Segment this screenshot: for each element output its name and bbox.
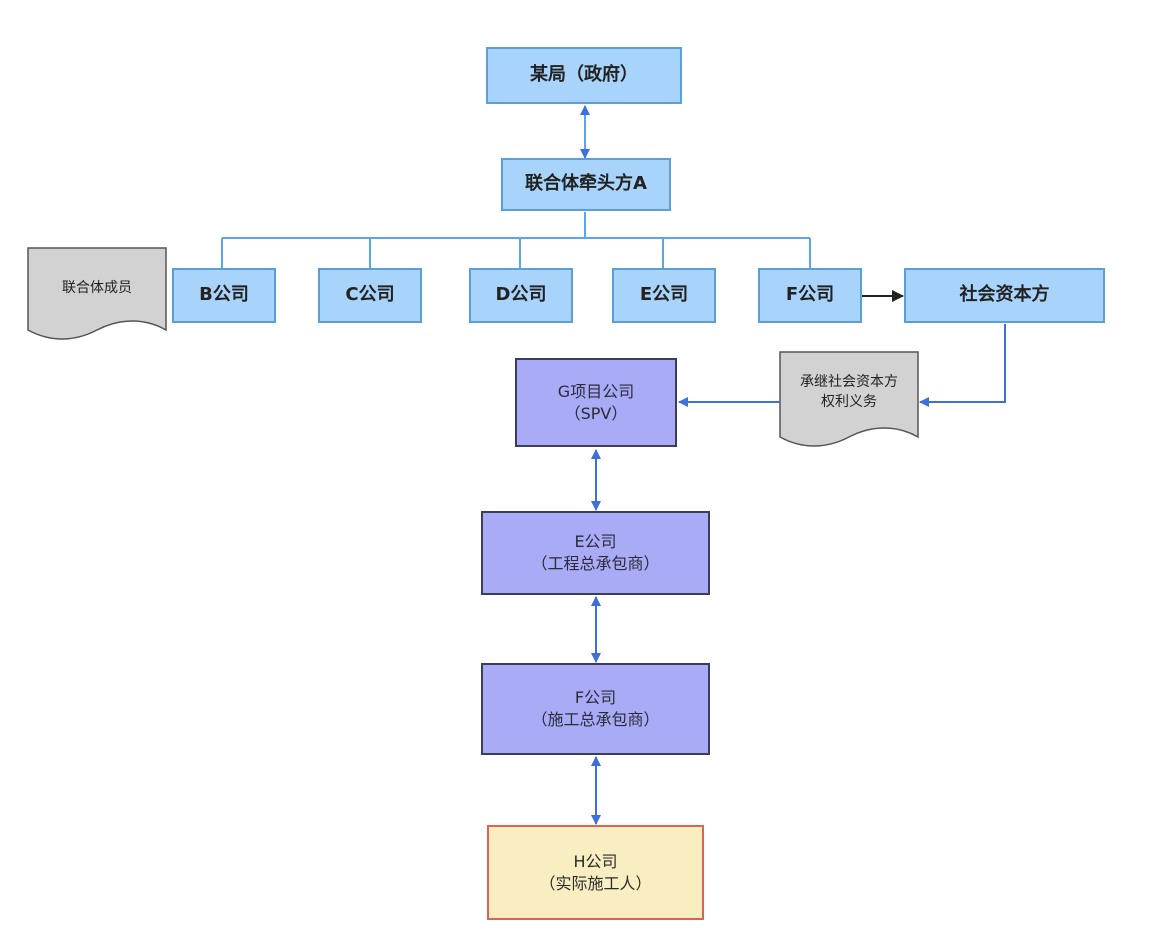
node-company-d-label: D公司 (495, 284, 547, 306)
node-company-e-member-label: E公司 (639, 284, 689, 306)
node-consortium-lead: 联合体牵头方A (501, 158, 671, 211)
node-company-c: C公司 (318, 268, 422, 323)
node-company-f-member-label: F公司 (785, 284, 835, 306)
node-company-e-member: E公司 (612, 268, 716, 323)
node-company-f-member: F公司 (758, 268, 862, 323)
node-company-b-label: B公司 (199, 284, 249, 306)
doc-inherit-rights: 承继社会资本方 权利义务 (780, 360, 918, 426)
node-general-contractor: F公司 （施工总承包商） (481, 663, 710, 755)
doc-shape-members (27, 247, 167, 340)
node-spv-line1: G项目公司 (557, 381, 635, 401)
node-project-company-spv: G项目公司 （SPV） (515, 358, 677, 447)
node-company-c-label: C公司 (345, 284, 395, 306)
doc-consortium-members: 联合体成员 (28, 258, 166, 320)
node-epc-contractor: E公司 （工程总承包商） (481, 511, 710, 595)
node-builder-line1: H公司 (573, 851, 618, 871)
node-epc-line2: （工程总承包商） (531, 554, 660, 573)
node-spv-line2: （SPV） (564, 403, 628, 423)
doc-inherit-rights-line2: 权利义务 (821, 394, 877, 410)
node-epc-line1: E公司 (574, 532, 617, 552)
node-social-capital: 社会资本方 (904, 268, 1105, 323)
node-gc-line1: F公司 (574, 688, 617, 708)
node-government: 某局（政府） (486, 47, 682, 104)
node-consortium-lead-label: 联合体牵头方A (525, 173, 647, 195)
node-company-d: D公司 (469, 268, 573, 323)
node-social-capital-label: 社会资本方 (959, 284, 1050, 306)
doc-consortium-members-label: 联合体成员 (62, 280, 132, 297)
doc-shape-rights (779, 351, 919, 447)
node-gc-line2: （施工总承包商） (531, 710, 660, 729)
node-actual-builder: H公司 （实际施工人） (487, 825, 704, 920)
edge-social-doc (919, 324, 1006, 407)
doc-inherit-rights-line1: 承继社会资本方 (800, 374, 898, 391)
node-government-label: 某局（政府） (530, 64, 638, 86)
node-builder-line2: （实际施工人） (539, 873, 652, 893)
node-company-b: B公司 (172, 268, 276, 323)
